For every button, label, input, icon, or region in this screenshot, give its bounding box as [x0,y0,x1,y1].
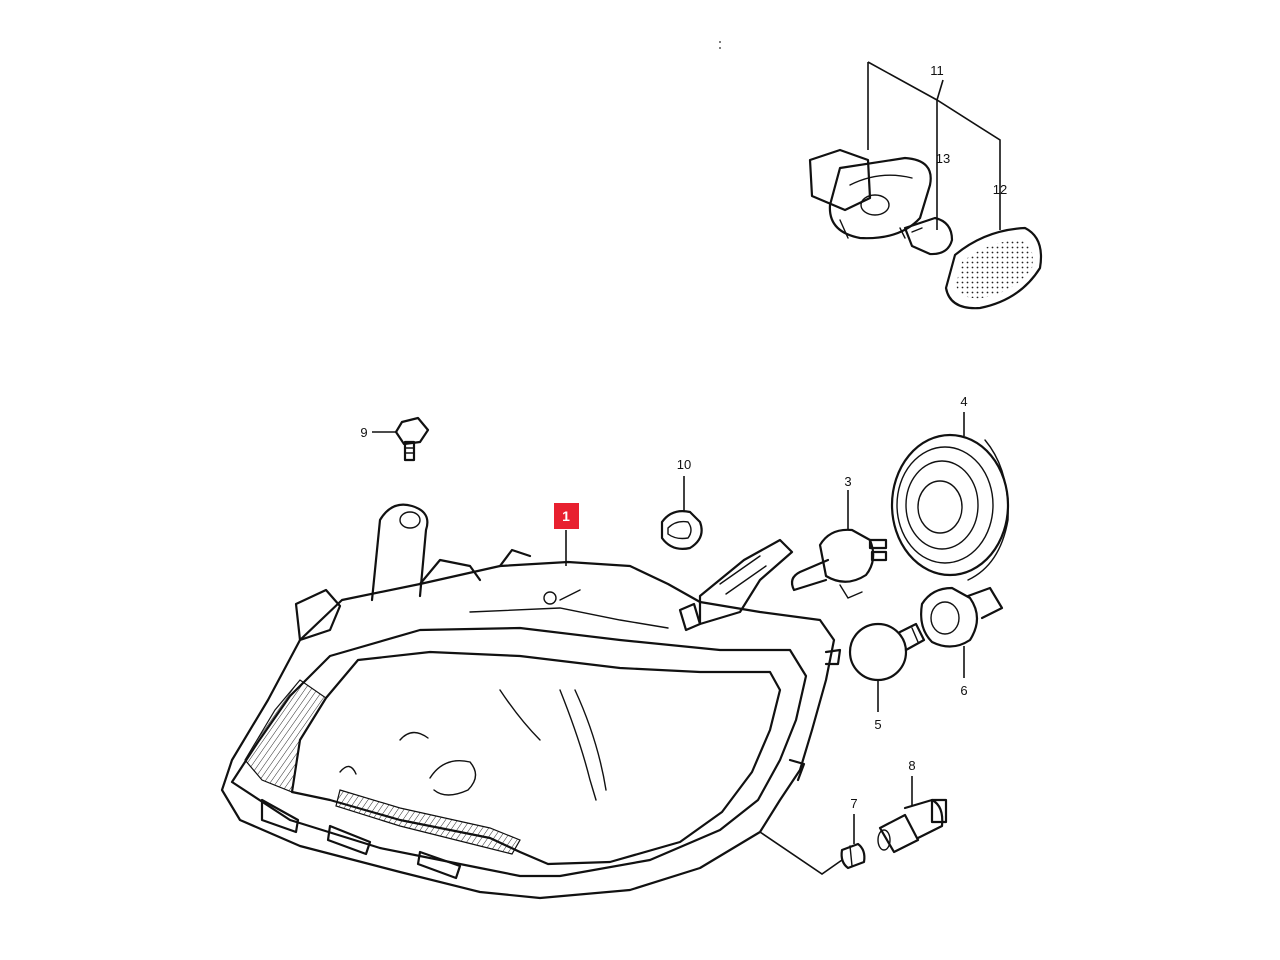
callout-13[interactable]: 13 [936,151,950,166]
bulb-socket [920,586,1004,648]
side-marker-lens [944,226,1043,310]
side-marker-socket [808,148,932,240]
side-marker-bulb [903,216,954,256]
callout-11[interactable]: 11 [930,63,944,78]
callout-1-highlight [554,503,579,529]
callout-6[interactable]: 6 [960,683,967,698]
headlight-housing [220,503,843,900]
wedge-bulb [840,842,866,870]
parking-bulb [848,622,926,682]
callout-12[interactable]: 12 [993,182,1007,197]
callout-8[interactable]: 8 [908,758,915,773]
headlight-bulb [790,528,888,599]
rubber-grommet [660,510,703,550]
callout-10[interactable]: 10 [677,457,691,472]
small-socket [877,798,948,854]
callout-1[interactable]: 1 [562,508,570,524]
mounting-bolt [394,416,430,462]
callout-4[interactable]: 4 [960,394,967,409]
callout-5[interactable]: 5 [874,717,881,732]
callout-7[interactable]: 7 [850,796,857,811]
dust-cap [890,433,1010,581]
callout-9[interactable]: 9 [360,425,367,440]
callout-3[interactable]: 3 [844,474,851,489]
